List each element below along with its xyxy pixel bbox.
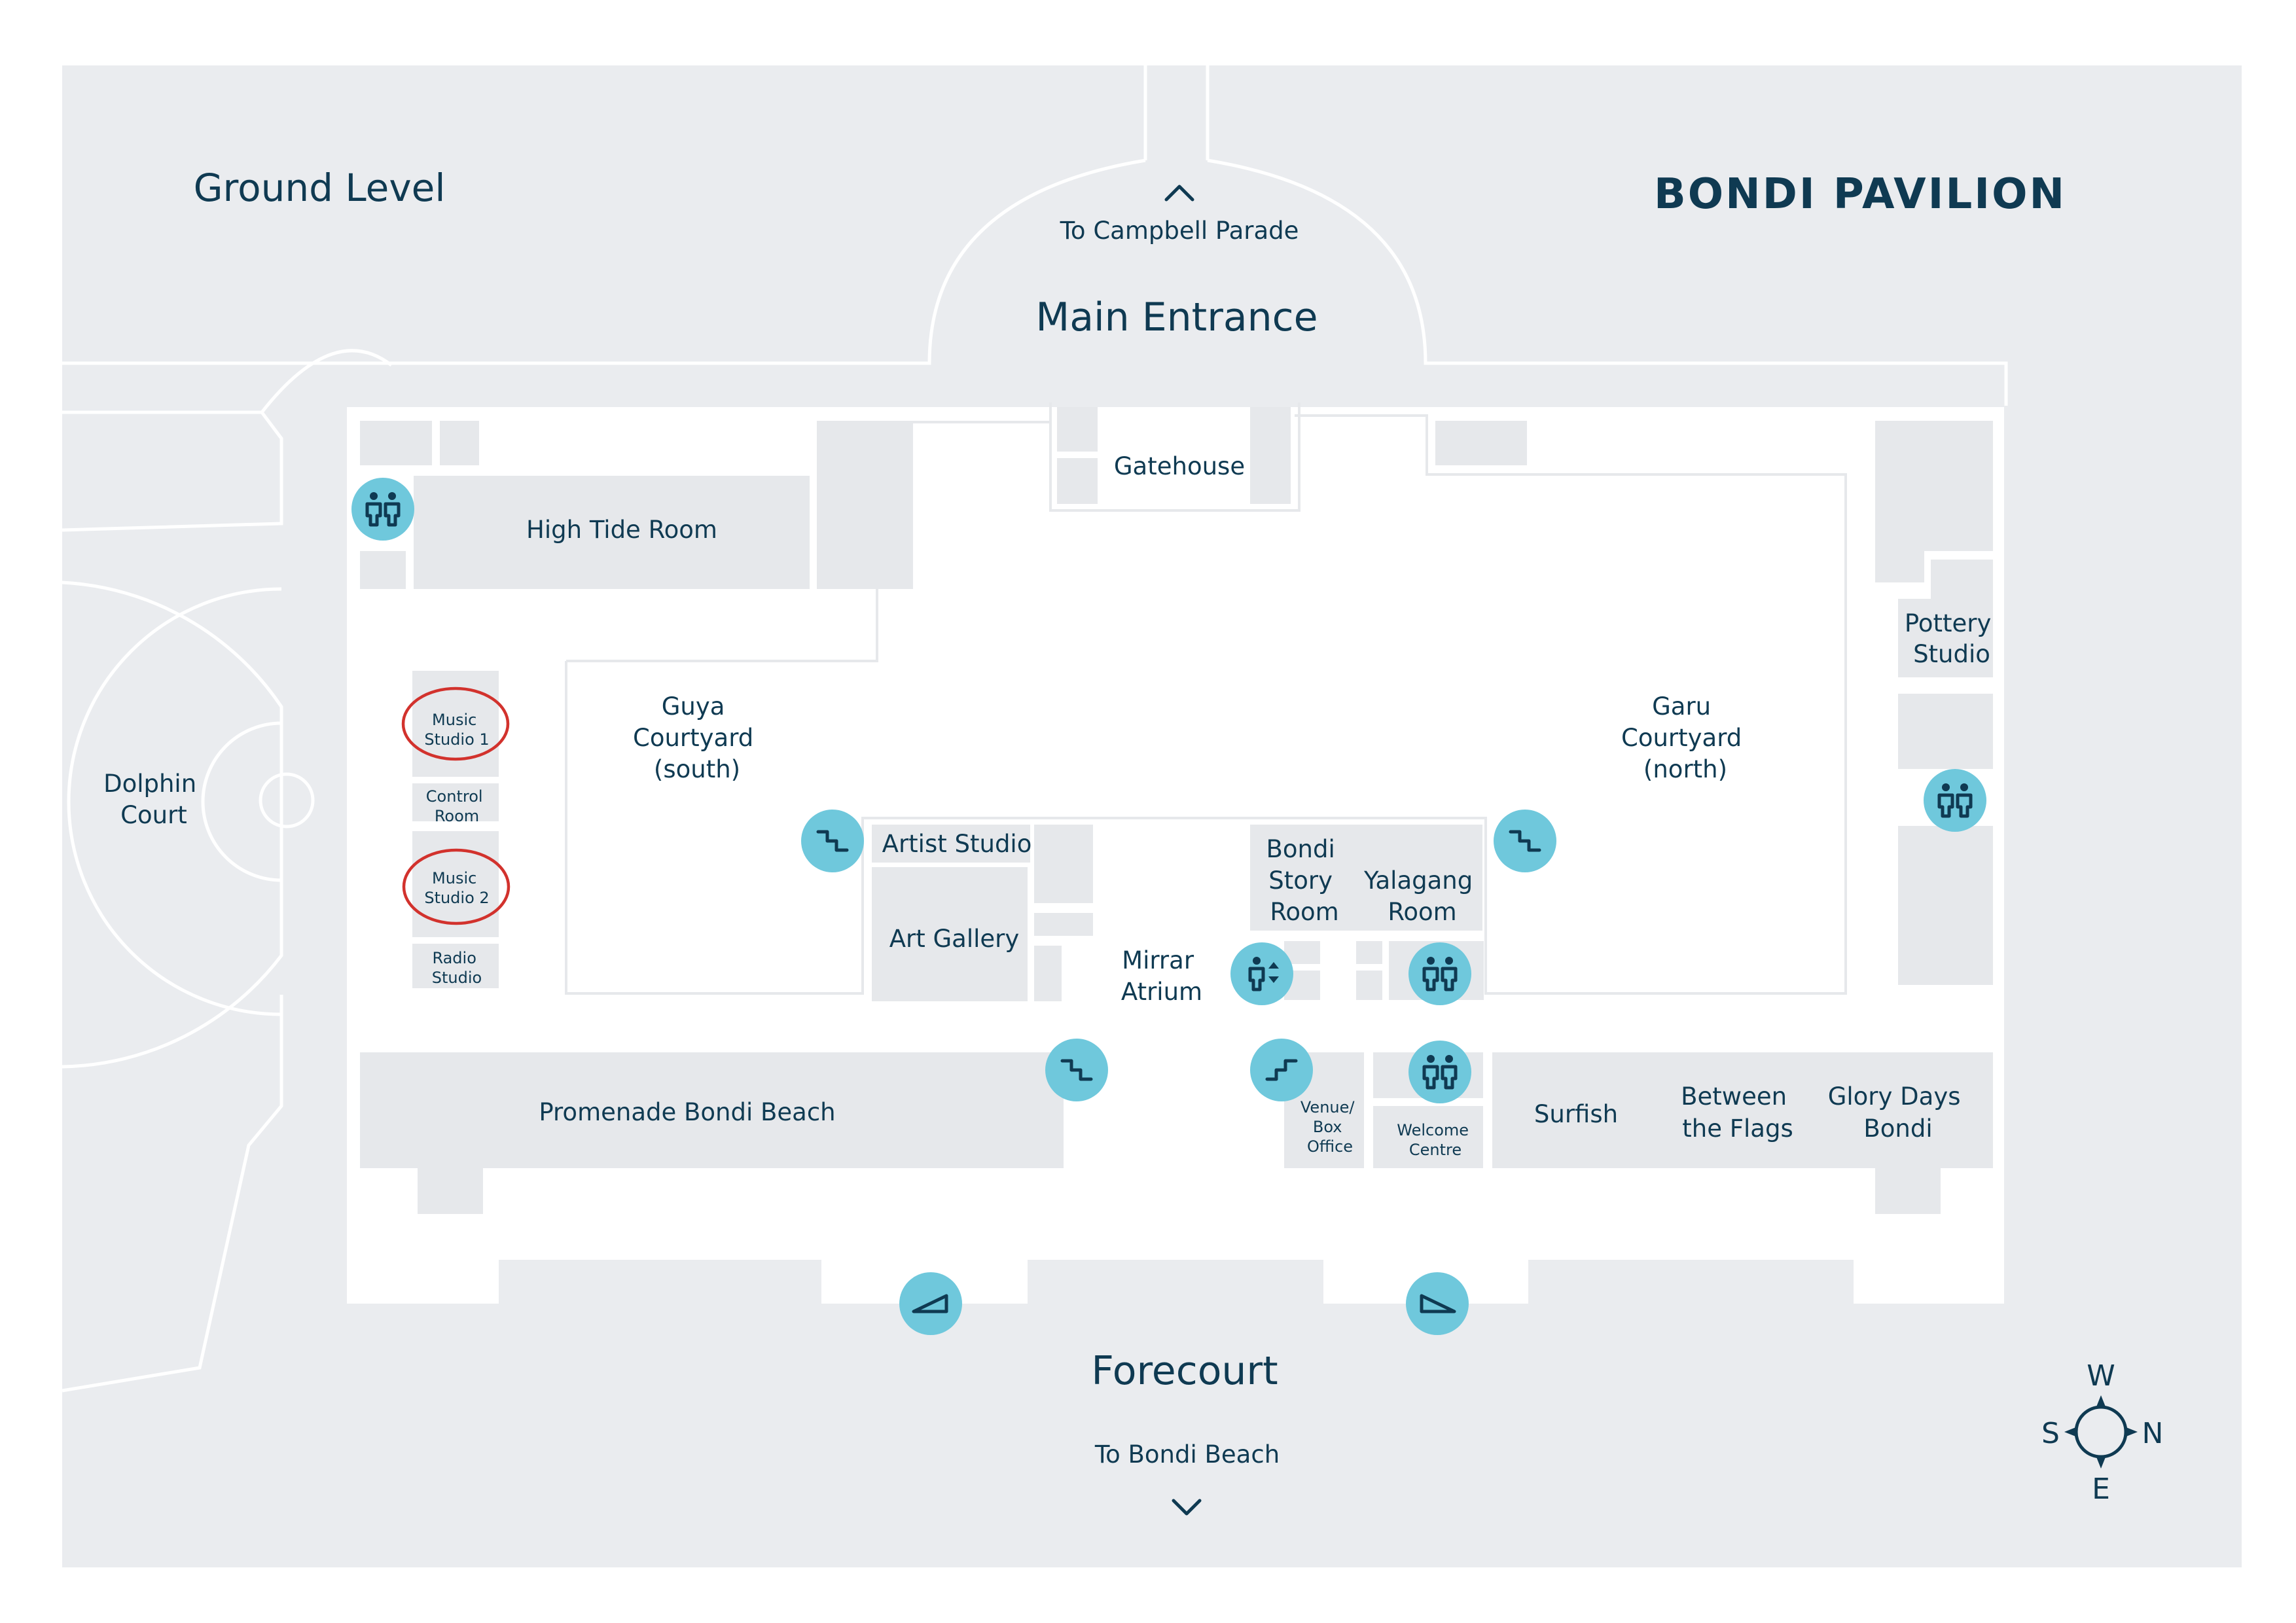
stairs-icon <box>801 810 864 872</box>
music-studio-2-highlight <box>402 848 511 925</box>
toilets-icon <box>1408 1041 1471 1103</box>
bondi-story-room-label: Bondi Story Room <box>1266 835 1342 926</box>
ramp-icon <box>899 1272 962 1335</box>
gatehouse-outline <box>1049 402 1300 512</box>
toilets-icon <box>1408 942 1471 1005</box>
music-studio-1-label: Music Studio 1 <box>424 711 489 749</box>
promenade-label: Promenade Bondi Beach <box>539 1098 835 1126</box>
grounds-paths <box>62 65 2008 1393</box>
main-entrance-hint: To Campbell Parade <box>1060 217 1299 245</box>
stairs-icon <box>1494 810 1556 872</box>
music-studio-2-label: Music Studio 2 <box>424 869 489 907</box>
compass-north-label: N <box>2142 1417 2164 1450</box>
toilets-icon <box>351 478 414 541</box>
compass-south-label: S <box>2041 1417 2060 1450</box>
dolphin-court-label: Dolphin Court <box>103 770 204 829</box>
guya-courtyard-label: Guya Courtyard (south) <box>633 692 761 783</box>
control-room[interactable] <box>412 783 499 821</box>
glory-days-bondi-label: Glory Days Bondi <box>1828 1082 1969 1143</box>
high-tide-room-label: High Tide Room <box>526 516 717 544</box>
pottery-studio-label: Pottery Studio <box>1905 609 1999 668</box>
lift-icon <box>1230 942 1293 1005</box>
stairs-icon <box>1250 1039 1313 1101</box>
bondi-story-room[interactable] <box>1250 825 1482 931</box>
compass-west-label: W <box>2087 1359 2115 1393</box>
music-studio-1-highlight <box>401 687 510 761</box>
yalagang-room-label: Yalagang Room <box>1363 866 1480 926</box>
compass-icon <box>2064 1395 2138 1469</box>
stairs-icon <box>1045 1039 1108 1101</box>
chevron-down-icon <box>1172 1499 1202 1516</box>
toilets-icon <box>1924 769 1986 832</box>
artist-studio[interactable] <box>872 825 1030 863</box>
art-gallery[interactable] <box>872 867 1028 1001</box>
pottery-studio[interactable] <box>1898 560 1993 677</box>
control-room-label: Control Room <box>426 787 488 825</box>
welcome-centre-label: Welcome Centre <box>1397 1121 1473 1159</box>
map-title: BONDI PAVILION <box>1654 170 2066 219</box>
garu-courtyard-label: Garu Courtyard (north) <box>1621 692 1749 783</box>
welcome-centre[interactable] <box>1373 1106 1483 1168</box>
high-tide-room[interactable] <box>414 476 810 589</box>
artist-studio-label: Artist Studio <box>882 830 1032 858</box>
compass-east-label: E <box>2092 1472 2110 1506</box>
between-the-flags-label: Between the Flags <box>1681 1082 1795 1143</box>
chevron-up-icon <box>1164 185 1194 202</box>
rooms <box>360 407 1993 1214</box>
art-gallery-label: Art Gallery <box>889 925 1020 953</box>
mirrar-atrium-label: Mirrar Atrium <box>1121 946 1202 1006</box>
forecourt-label: Forecourt <box>1091 1348 1278 1394</box>
forecourt-hint: To Bondi Beach <box>1094 1440 1280 1469</box>
main-entrance-label: Main Entrance <box>1035 294 1318 340</box>
gatehouse-label: Gatehouse <box>1114 452 1245 480</box>
radio-studio-label: Radio Studio <box>432 949 482 987</box>
promenade-bondi-beach[interactable] <box>360 1052 1064 1214</box>
radio-studio[interactable] <box>412 944 499 988</box>
shops-row[interactable] <box>1492 1052 1993 1214</box>
level-label: Ground Level <box>194 166 446 210</box>
ramp-icon <box>1406 1272 1469 1335</box>
venue-box-office-label: Venue/ Box Office <box>1300 1098 1359 1156</box>
surfish-label: Surfish <box>1534 1100 1618 1128</box>
